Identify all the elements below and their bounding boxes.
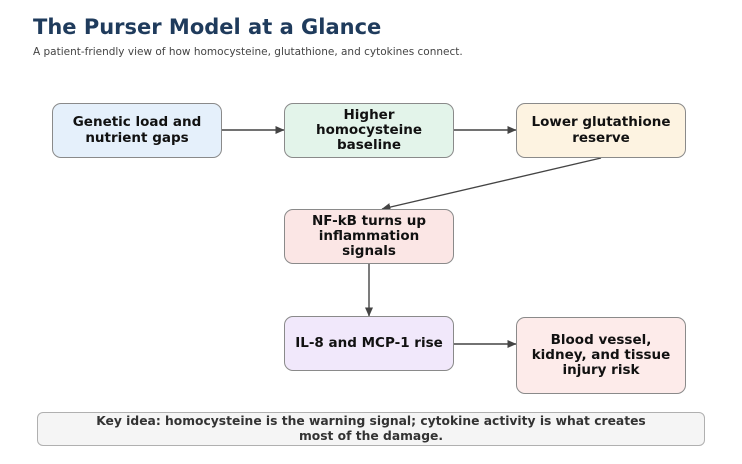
node-il8-mcp1: IL-8 and MCP-1 rise — [284, 316, 454, 371]
node-nfkb-inflammation: NF-kB turns up inflammation signals — [284, 209, 454, 264]
arrow-glutathione-to-nfkb — [381, 157, 602, 211]
node-glutathione-reserve-label: Lower glutathione reserve — [531, 114, 671, 146]
diagram-subtitle: A patient-friendly view of how homocyste… — [33, 46, 463, 58]
node-homocysteine-baseline-label: Higher homocysteine baseline — [315, 106, 423, 154]
node-genetic-load-label: Genetic load and nutrient gaps — [72, 114, 202, 146]
key-idea-box: Key idea: homocysteine is the warning si… — [37, 412, 705, 446]
diagram-title: The Purser Model at a Glance — [33, 15, 382, 39]
key-idea-text: Key idea: homocysteine is the warning si… — [96, 414, 646, 443]
node-injury-risk-label: Blood vessel, kidney, and tissue injury … — [531, 331, 671, 379]
node-homocysteine-baseline: Higher homocysteine baseline — [284, 103, 454, 158]
node-il8-mcp1-label: IL-8 and MCP-1 rise — [295, 334, 443, 351]
node-injury-risk: Blood vessel, kidney, and tissue injury … — [516, 317, 686, 394]
node-glutathione-reserve: Lower glutathione reserve — [516, 103, 686, 158]
node-nfkb-inflammation-label: NF-kB turns up inflammation signals — [311, 212, 427, 260]
node-genetic-load: Genetic load and nutrient gaps — [52, 103, 222, 158]
